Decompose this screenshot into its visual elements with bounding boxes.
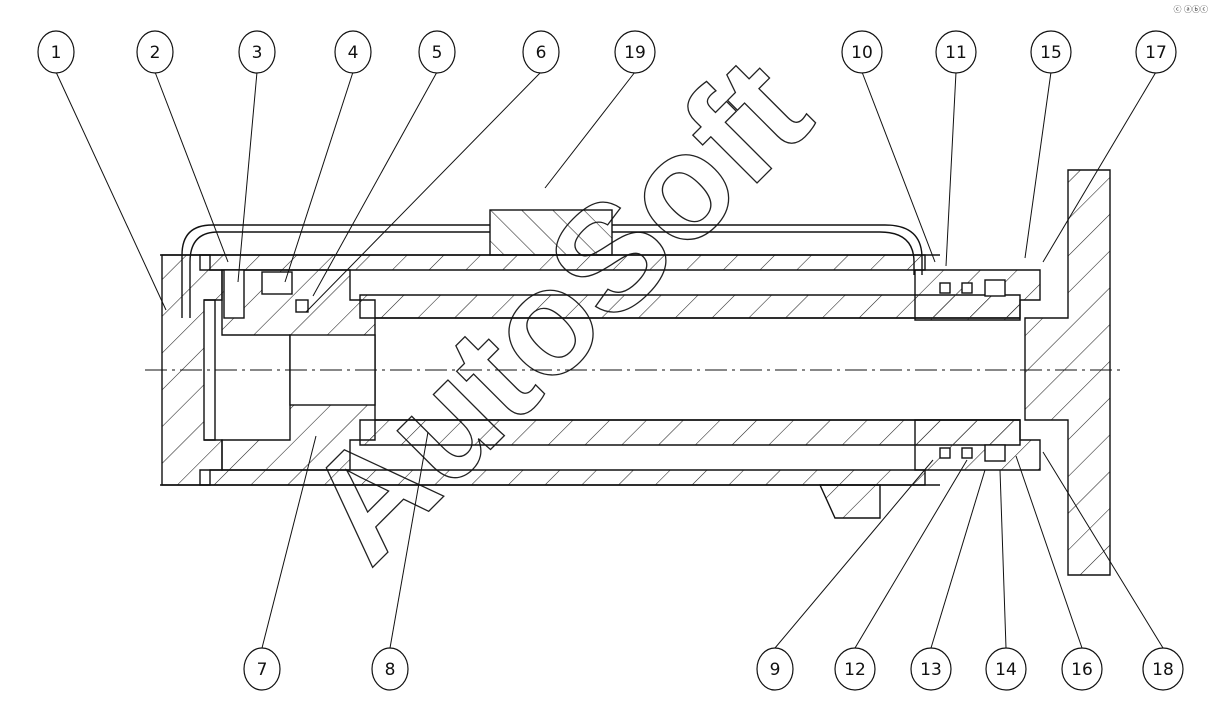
svg-text:17: 17: [1145, 43, 1167, 63]
svg-text:11: 11: [945, 43, 967, 63]
balloon-14: 14: [985, 647, 1027, 691]
balloon-6: 6: [522, 30, 560, 74]
balloon-13: 13: [910, 647, 952, 691]
balloon-7: 7: [243, 647, 281, 691]
balloon-15: 15: [1030, 30, 1072, 74]
svg-text:15: 15: [1040, 43, 1062, 63]
mount-bracket: [818, 484, 881, 519]
svg-text:16: 16: [1071, 660, 1093, 680]
svg-text:19: 19: [624, 43, 646, 63]
rod-end-flange: [1024, 169, 1111, 576]
balloons-bottom: 7 8 9 12 13 14 16 18: [243, 647, 1184, 691]
svg-text:14: 14: [995, 660, 1017, 680]
balloon-4: 4: [334, 30, 372, 74]
balloon-8: 8: [371, 647, 409, 691]
balloon-17: 17: [1135, 30, 1177, 74]
svg-text:12: 12: [844, 660, 866, 680]
svg-text:10: 10: [851, 43, 873, 63]
svg-text:9: 9: [770, 660, 781, 680]
svg-text:3: 3: [252, 43, 263, 63]
cylinder-barrel: [160, 254, 940, 486]
balloon-10: 10: [841, 30, 883, 74]
balloon-9: 9: [756, 647, 794, 691]
svg-text:7: 7: [257, 660, 268, 680]
svg-text:4: 4: [348, 43, 359, 63]
balloon-1: 1: [37, 30, 75, 74]
svg-text:1: 1: [51, 43, 62, 63]
balloon-3: 3: [238, 30, 276, 74]
svg-text:5: 5: [432, 43, 443, 63]
gland-head: [914, 269, 1041, 471]
balloons-top: 1 2 3 4 5 6 19 10 11 15 17: [37, 30, 1177, 74]
balloon-11: 11: [935, 30, 977, 74]
balloon-16: 16: [1061, 647, 1103, 691]
svg-text:13: 13: [920, 660, 942, 680]
svg-text:6: 6: [536, 43, 547, 63]
balloon-5: 5: [418, 30, 456, 74]
svg-text:8: 8: [385, 660, 396, 680]
external-tube: [181, 209, 923, 318]
corner-mark: ⓒ ⓐⓑⓒ: [1173, 5, 1208, 14]
svg-text:2: 2: [150, 43, 161, 63]
balloon-18: 18: [1142, 647, 1184, 691]
leader-lines: [55, 71, 1164, 649]
balloon-19: 19: [614, 30, 656, 74]
balloon-2: 2: [136, 30, 174, 74]
piston-rod: [359, 294, 1021, 446]
svg-text:18: 18: [1152, 660, 1174, 680]
balloon-12: 12: [834, 647, 876, 691]
